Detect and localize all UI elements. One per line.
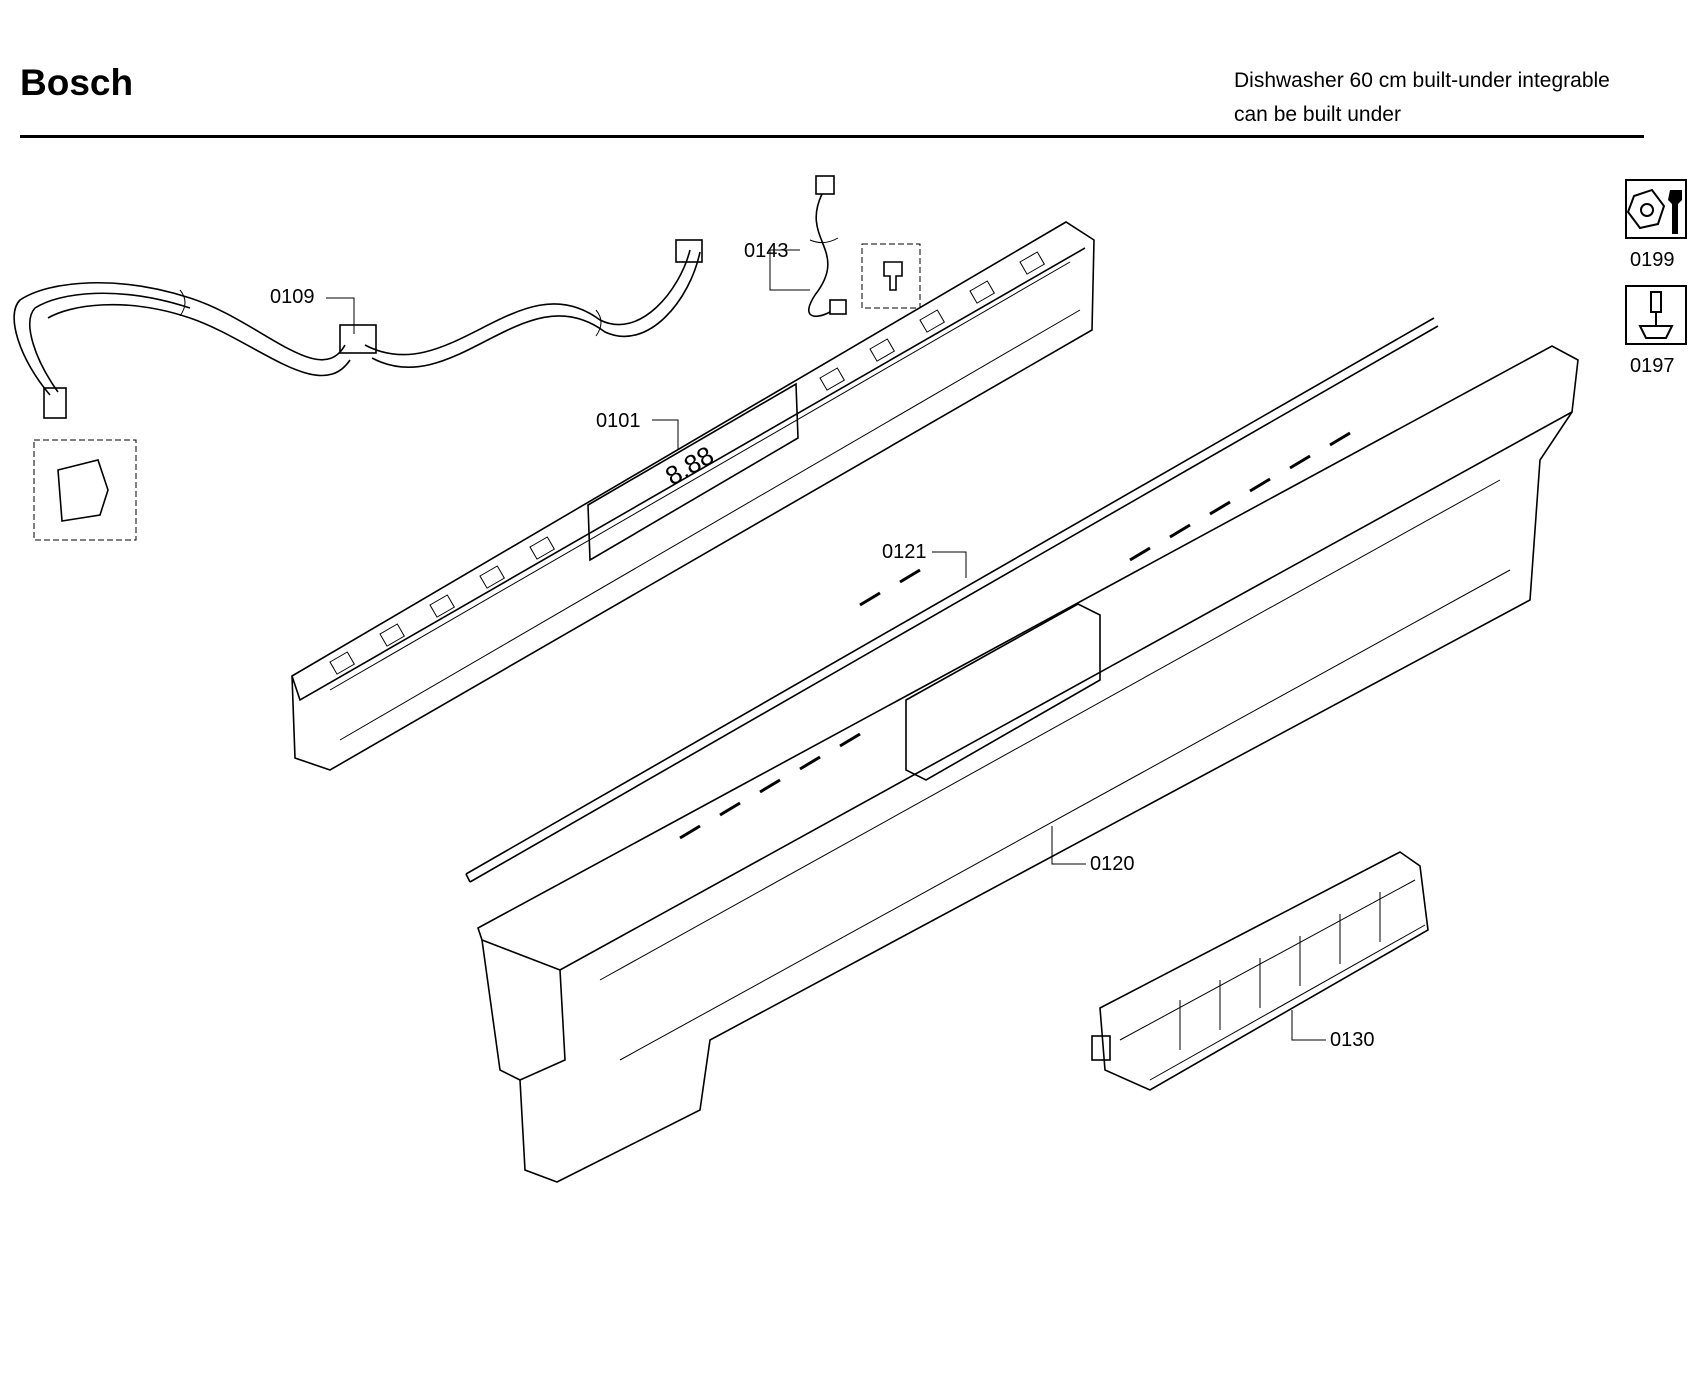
part-label-0101[interactable]: 0101 [596, 410, 641, 432]
description-line-2: can be built under [1234, 103, 1401, 126]
wiring-harness-drawing[interactable] [13, 239, 703, 419]
part-label-0130[interactable]: 0130 [1330, 1029, 1375, 1051]
part-label-0120[interactable]: 0120 [1090, 853, 1135, 875]
brand-title: Bosch [20, 62, 134, 103]
header-divider [20, 135, 1644, 138]
part-label-0143[interactable]: 0143 [744, 240, 789, 262]
description-line-1: Dishwasher 60 cm built-under integrable [1234, 69, 1610, 92]
handle-trim-drawing[interactable] [1091, 851, 1429, 1091]
gasket-strip-drawing[interactable] [465, 317, 1439, 883]
sensor-inset-drawing [883, 261, 903, 291]
connector-inset-box [33, 439, 137, 541]
control-panel-drawing[interactable] [477, 345, 1579, 1183]
tool-label-0199[interactable]: 0199 [1630, 249, 1675, 271]
svg-text:8.88: 8.88 [660, 440, 719, 491]
sensor-inset-box [861, 243, 921, 309]
part-label-0109[interactable]: 0109 [270, 286, 315, 308]
part-label-0121[interactable]: 0121 [882, 541, 927, 563]
sensor-cable-drawing[interactable] [808, 175, 847, 317]
wrench-nut-icon [1625, 179, 1687, 239]
leader-lines [326, 249, 1326, 1041]
connector-inset-drawing [57, 459, 109, 522]
tool-label-0197[interactable]: 0197 [1630, 355, 1675, 377]
control-module-drawing[interactable]: 8.88 [291, 221, 1095, 771]
model-description: Dishwasher 60 cm built-under integrable … [1234, 64, 1610, 132]
screwdriver-icon [1625, 285, 1687, 345]
